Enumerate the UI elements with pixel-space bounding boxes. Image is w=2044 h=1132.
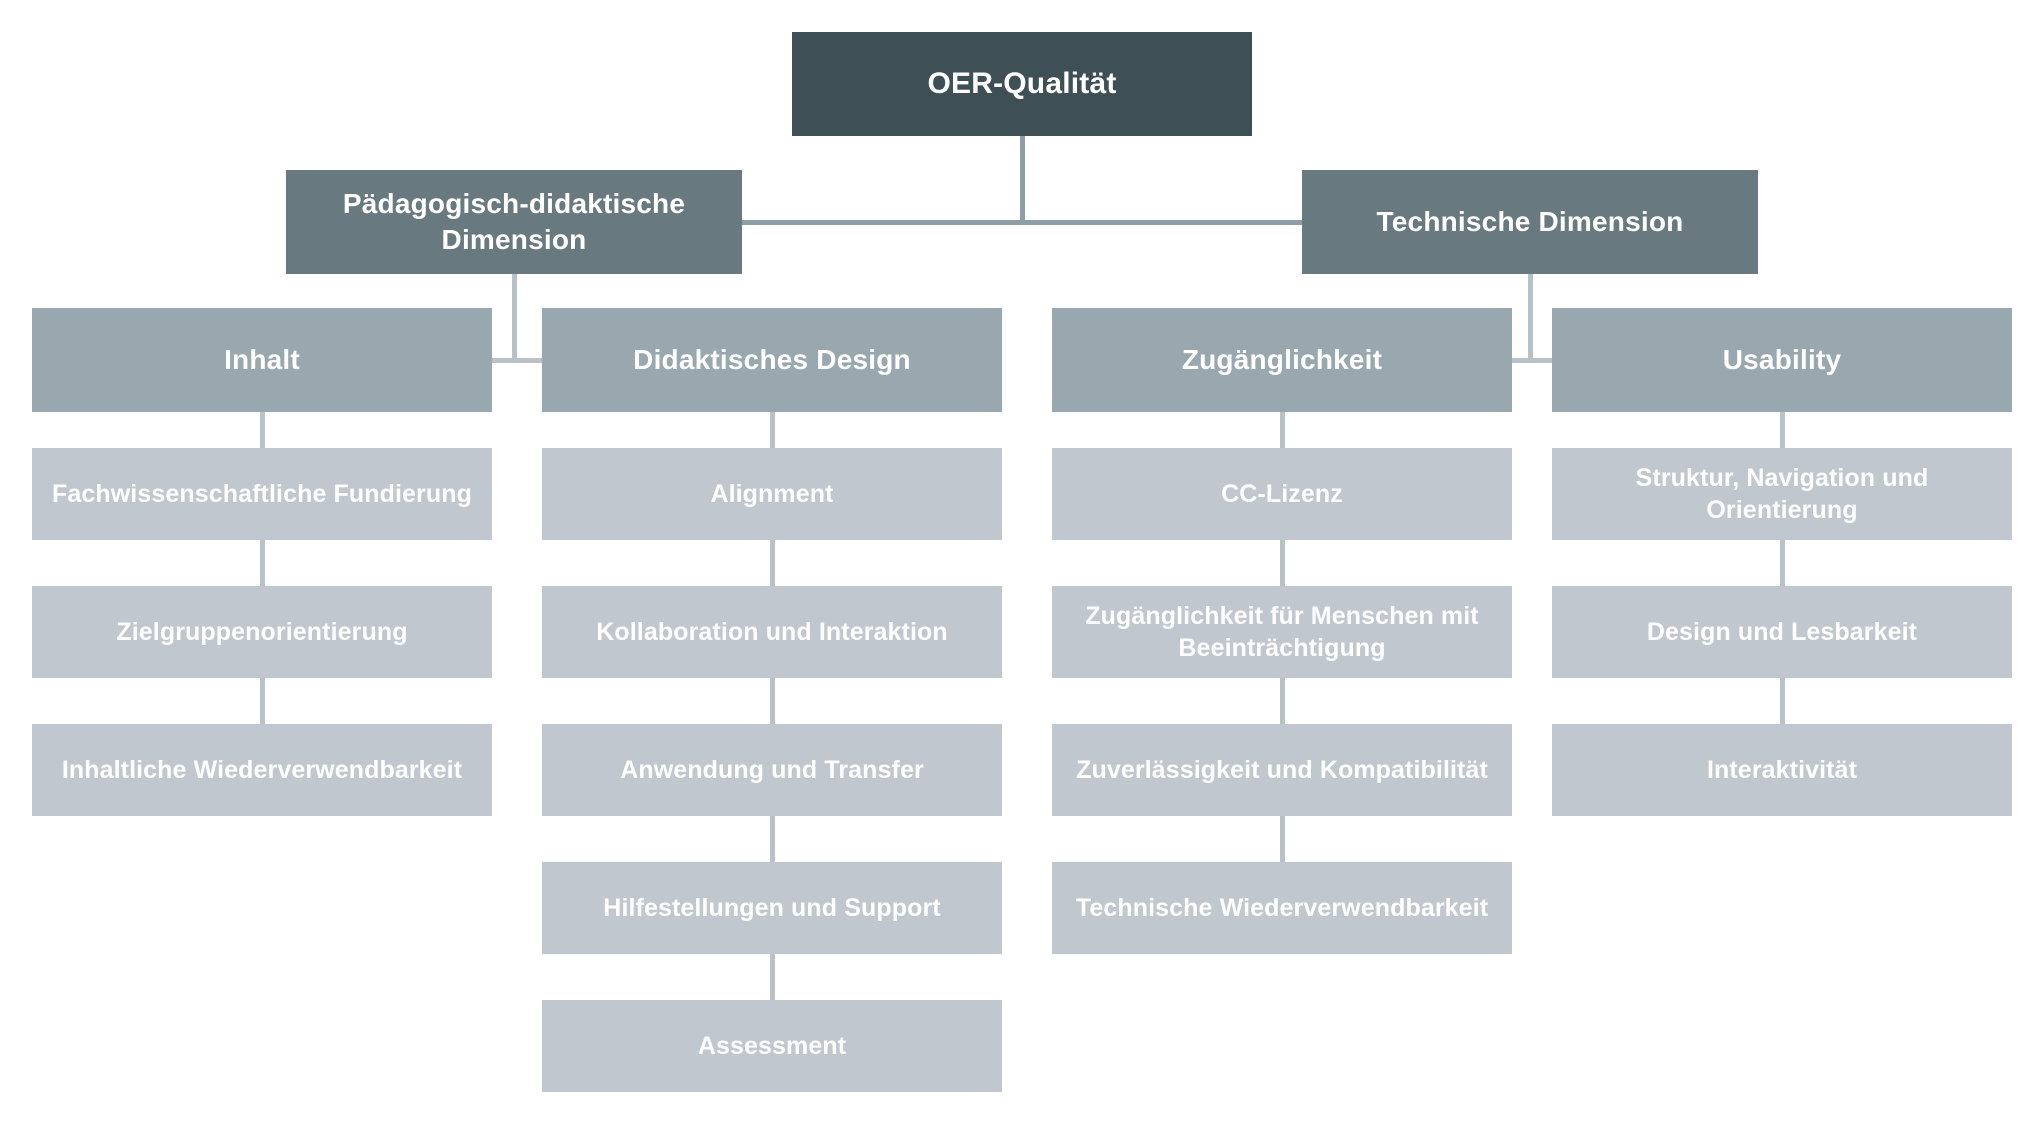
connector-zugaenglichkeit-leaf-2	[1279, 678, 1285, 724]
node-leaf-hilfestellungen-und-support: Hilfestellungen und Support	[542, 862, 1002, 954]
connector-stem-technische-dimension	[1527, 274, 1533, 360]
connector-didaktisches-design-leaf-4	[769, 954, 775, 1000]
connector-didaktisches-design-leaf-3	[769, 816, 775, 862]
connector-root-to-paedagogisch-didaktische-dimension	[742, 219, 1022, 225]
connector-stem-paedagogisch-didaktische-dimension	[511, 274, 517, 360]
connector-zugaenglichkeit-leaf-0	[1279, 412, 1285, 448]
connector-root-to-technische-dimension	[1022, 219, 1302, 225]
node-category-zugaenglichkeit: Zugänglichkeit	[1052, 308, 1512, 412]
node-root: OER-Qualität	[792, 32, 1252, 136]
node-dimension-technische-dimension: Technische Dimension	[1302, 170, 1758, 274]
node-leaf-zugaenglichkeit-fuer-menschen-mit-beeintraechtigung: Zugänglichkeit für Menschen mit Beeinträ…	[1052, 586, 1512, 678]
connector-zugaenglichkeit-leaf-1	[1279, 540, 1285, 586]
connector-root-stem	[1019, 136, 1025, 222]
connector-zugaenglichkeit-leaf-3	[1279, 816, 1285, 862]
connector-didaktisches-design-leaf-1	[769, 540, 775, 586]
connector-usability-leaf-2	[1779, 678, 1785, 724]
node-leaf-anwendung-und-transfer: Anwendung und Transfer	[542, 724, 1002, 816]
connector-inhalt-leaf-0	[259, 412, 265, 448]
node-leaf-interaktivitaet: Interaktivität	[1552, 724, 2012, 816]
connector-inhalt-leaf-1	[259, 540, 265, 586]
node-leaf-zielgruppenorientierung: Zielgruppenorientierung	[32, 586, 492, 678]
node-dimension-paedagogisch-didaktische-dimension: Pädagogisch-didaktische Dimension	[286, 170, 742, 274]
node-category-usability: Usability	[1552, 308, 2012, 412]
node-leaf-technische-wiederverwendbarkeit: Technische Wiederverwendbarkeit	[1052, 862, 1512, 954]
node-category-didaktisches-design: Didaktisches Design	[542, 308, 1002, 412]
connector-didaktisches-design-leaf-2	[769, 678, 775, 724]
connector-usability-leaf-0	[1779, 412, 1785, 448]
node-leaf-design-und-lesbarkeit: Design und Lesbarkeit	[1552, 586, 2012, 678]
node-leaf-zuverlaessigkeit-und-kompatibilitaet: Zuverlässigkeit und Kompatibilität	[1052, 724, 1512, 816]
connector-usability-leaf-1	[1779, 540, 1785, 586]
node-leaf-cc-lizenz: CC-Lizenz	[1052, 448, 1512, 540]
node-leaf-alignment: Alignment	[542, 448, 1002, 540]
connector-didaktisches-design-leaf-0	[769, 412, 775, 448]
connector-inhalt-leaf-2	[259, 678, 265, 724]
node-leaf-inhaltliche-wiederverwendbarkeit: Inhaltliche Wiederverwendbarkeit	[32, 724, 492, 816]
node-category-inhalt: Inhalt	[32, 308, 492, 412]
node-leaf-struktur-navigation-und-orientierung: Struktur, Navigation und Orientierung	[1552, 448, 2012, 540]
node-leaf-assessment: Assessment	[542, 1000, 1002, 1092]
node-leaf-fachwissenschaftliche-fundierung: Fachwissenschaftliche Fundierung	[32, 448, 492, 540]
node-leaf-kollaboration-und-interaktion: Kollaboration und Interaktion	[542, 586, 1002, 678]
